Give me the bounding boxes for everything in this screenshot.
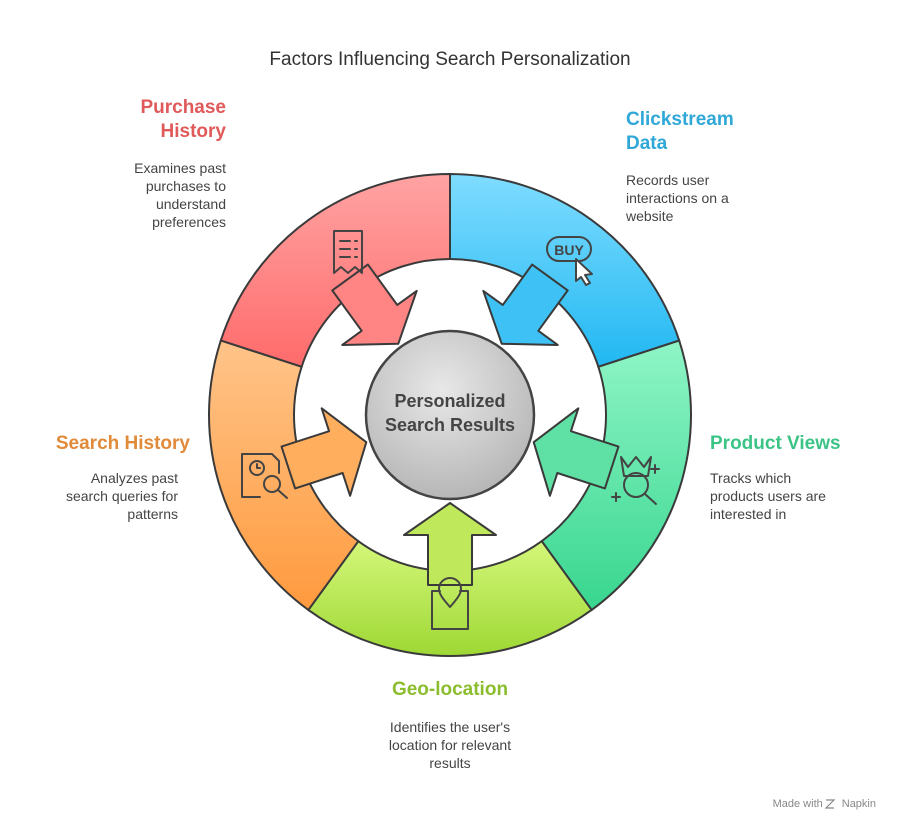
- factor-clickstream-data: Clickstream Data Records user interactio…: [626, 108, 796, 225]
- arrow-geo-location: [403, 502, 497, 586]
- diagram-title: Factors Influencing Search Personalizati…: [269, 49, 631, 70]
- factor-geo-location: Geo-location Identifies the user's locat…: [350, 678, 550, 772]
- segment-search-history: [208, 339, 360, 612]
- napkin-logo-icon: [824, 799, 836, 809]
- arrow-clickstream-data: [482, 263, 569, 346]
- factor-description: Records user interactions on a website: [626, 172, 729, 224]
- factor-search-history: Search History Analyzes past search quer…: [20, 432, 190, 523]
- segment-product-views: [540, 339, 692, 612]
- crown-search-icon: [611, 456, 660, 505]
- arrow-purchase-history: [331, 263, 418, 346]
- arrow-search-history: [280, 407, 368, 497]
- factor-title: Purchase History: [140, 97, 226, 142]
- factor-description: Examines past purchases to understand pr…: [134, 160, 226, 230]
- segment-purchase-history: [219, 172, 451, 369]
- receipt-icon: [333, 230, 363, 274]
- arrow-product-views: [532, 407, 620, 497]
- svg-text:BUY: BUY: [554, 242, 584, 258]
- document-search-icon: [241, 453, 288, 499]
- factor-description: Analyzes past search queries for pattern…: [65, 470, 178, 522]
- factor-purchase-history: Purchase History Examines past purchases…: [90, 96, 226, 231]
- segment-geo-location: [306, 539, 594, 657]
- factor-title: Product Views: [710, 433, 841, 454]
- buy-click-icon: BUY: [546, 236, 593, 286]
- segment-clickstream-data: [449, 172, 681, 369]
- center-label: Personalized Search Results: [384, 391, 516, 435]
- factor-title: Search History: [55, 433, 190, 454]
- credit: Made with​Napkin: [772, 798, 876, 810]
- center-hub: [364, 329, 536, 501]
- factor-title: Clickstream Data: [626, 109, 734, 154]
- factor-description: Tracks which products users are interest…: [710, 470, 826, 522]
- factor-product-views: Product Views Tracks which products user…: [710, 432, 880, 523]
- factor-description: Identifies the user's location for relev…: [388, 719, 512, 771]
- map-pin-icon: [431, 577, 469, 630]
- factor-title: Geo-location: [391, 679, 509, 700]
